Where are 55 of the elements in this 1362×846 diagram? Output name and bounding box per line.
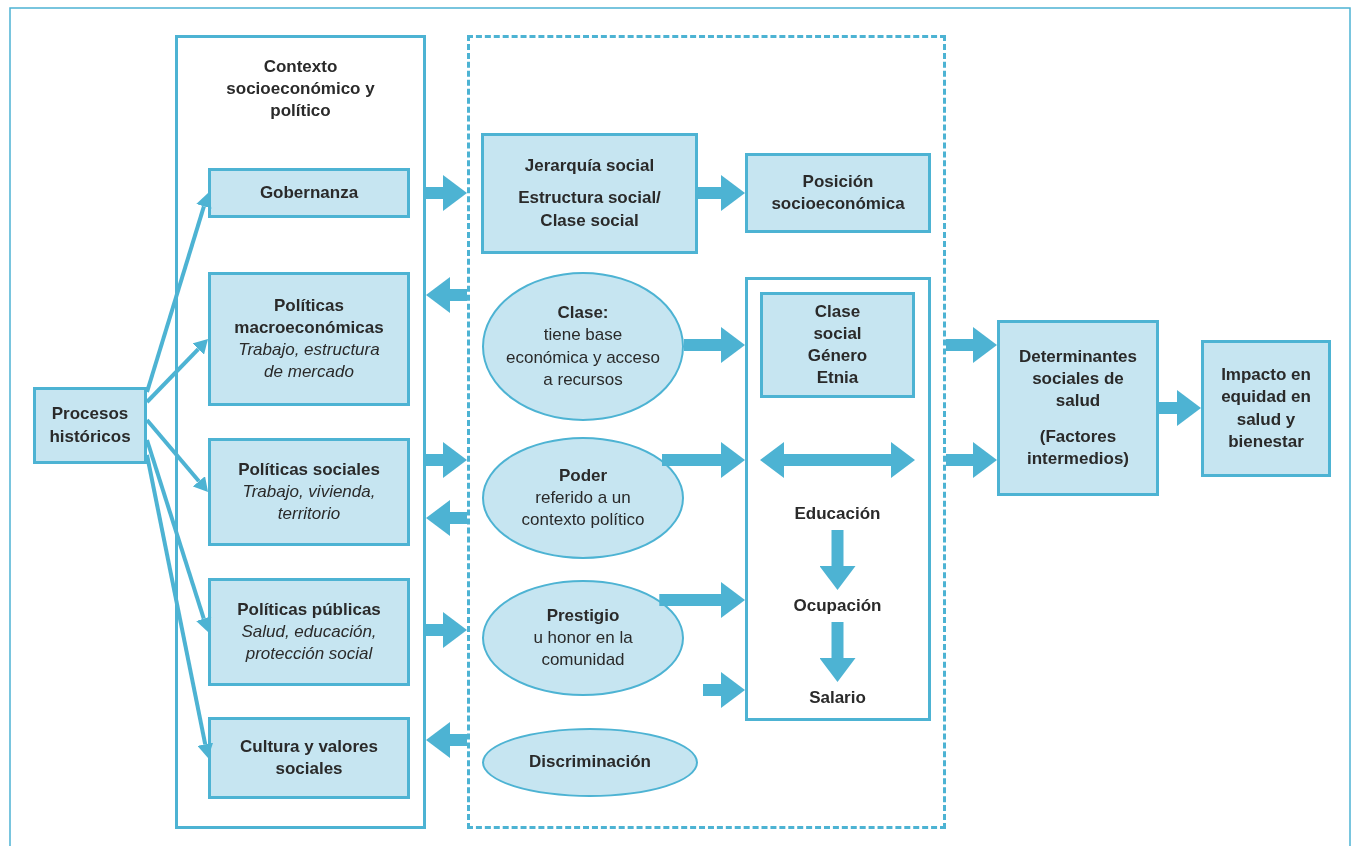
box-heading: Políticas públicas [237, 598, 381, 621]
box-subtext: Estructura social/ Clase social [517, 187, 662, 232]
box-heading: Determinantes sociales de salud [1017, 345, 1139, 412]
box-subtext: Trabajo, vivienda, territorio [241, 480, 377, 526]
block-arrow [426, 442, 467, 478]
node-label: Educación [770, 498, 905, 530]
policy-box: Gobernanza [208, 168, 410, 218]
box-heading: Políticas sociales [238, 458, 380, 481]
arrow [145, 454, 214, 758]
panel-title: Contexto socioeconómico y político [225, 56, 376, 123]
block-arrow [946, 327, 997, 363]
arrow [145, 339, 208, 404]
determinants-box [997, 320, 1159, 496]
block-arrow [662, 442, 745, 478]
block-arrow [659, 582, 745, 618]
impact-box: Impacto en equidad en salud y bienestar [1201, 340, 1331, 477]
block-arrow [684, 327, 745, 363]
policy-box: Cultura y valores sociales [208, 717, 410, 799]
box-heading: Jerarquía social [524, 155, 655, 178]
context-panel [175, 35, 426, 829]
identity-box: Clase social Género Etnia [760, 292, 915, 398]
policy-box [208, 438, 410, 546]
position-box: Posición socioeconómica [745, 153, 931, 233]
block-arrow [426, 612, 467, 648]
box-subtext: (Factores intermedios) [1026, 426, 1130, 471]
block-arrow [426, 500, 467, 536]
arrow [145, 439, 212, 632]
box-heading: Clase: [557, 302, 609, 325]
box-subtext: Trabajo, estructura de mercado [237, 339, 381, 384]
block-arrow [426, 277, 467, 313]
block-arrow [426, 722, 467, 758]
stratification-panel [745, 277, 931, 721]
block-arrow [698, 175, 745, 211]
node-label: Salario [770, 682, 905, 714]
block-arrow [1159, 390, 1201, 426]
box-subtext: Salud, educación, protección social [240, 620, 378, 666]
box-heading: Políticas macroeconómicas [233, 294, 385, 339]
concept-ellipse: Discriminación [482, 728, 698, 797]
concept-ellipse: Poder referido a un contexto político [482, 437, 684, 559]
box-heading: Prestigio [546, 604, 620, 627]
policy-box [208, 578, 410, 686]
arrow [145, 193, 212, 393]
arrow [145, 418, 208, 492]
box-subtext: u honor en la comunidad [532, 626, 634, 672]
block-arrow [819, 530, 856, 590]
policy-box [208, 272, 410, 406]
block-arrow [946, 442, 997, 478]
box-subtext: tiene base económica y acceso a recursos [505, 324, 661, 391]
node-label: Ocupación [770, 590, 905, 622]
block-arrow [703, 672, 745, 708]
process-box: Procesos históricos [33, 387, 147, 464]
block-arrow [426, 175, 467, 211]
hierarchy-box [481, 133, 698, 254]
block-arrow [819, 622, 856, 682]
dashed-group-frame [467, 35, 946, 829]
